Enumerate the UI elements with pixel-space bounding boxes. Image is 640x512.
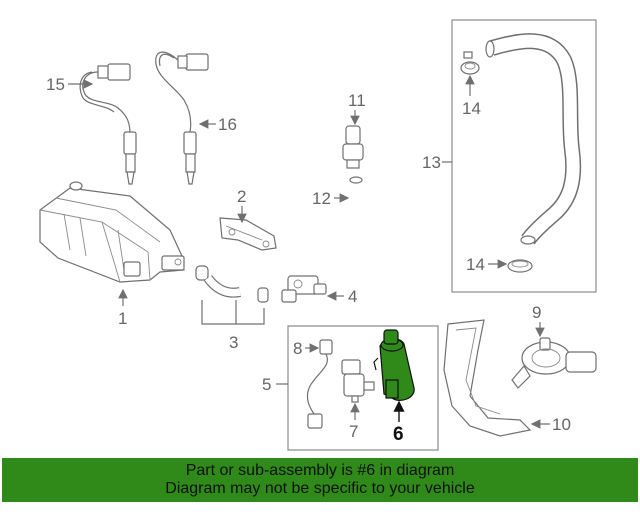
callout-3: 3 (201, 300, 265, 352)
purge-control-valve[interactable] (281, 275, 327, 303)
callout-15: 15 (46, 75, 94, 94)
svg-text:5: 5 (262, 375, 271, 394)
hose-clamp-upper[interactable] (460, 51, 480, 75)
callout-2: 2 (237, 187, 247, 224)
oxygen-sensor-upstream[interactable] (79, 63, 137, 185)
svg-text:8: 8 (293, 339, 302, 358)
callout-1: 1 (118, 288, 128, 328)
svg-text:3: 3 (229, 333, 238, 352)
hose-assembly-group (451, 19, 597, 293)
canister-bracket[interactable] (219, 217, 277, 251)
svg-text:11: 11 (348, 91, 366, 110)
svg-text:9: 9 (532, 303, 541, 322)
banner-line-1: Part or sub-assembly is #6 in diagram (185, 462, 455, 479)
svg-text:13: 13 (422, 153, 441, 172)
hose-set[interactable] (195, 265, 269, 303)
svg-text:14: 14 (466, 255, 485, 274)
leak-detection-pump[interactable] (511, 337, 597, 389)
callout-8: 8 (293, 339, 320, 358)
callout-11: 11 (348, 91, 366, 126)
svg-text:14: 14 (462, 99, 481, 118)
vacuum-hose[interactable] (321, 176, 363, 265)
callout-9: 9 (532, 303, 545, 338)
callout-12: 12 (312, 189, 350, 208)
callout-14-lower: 14 (466, 255, 508, 274)
svg-text:4: 4 (348, 287, 357, 306)
callout-16: 16 (198, 115, 237, 134)
mounting-bracket[interactable] (443, 319, 532, 437)
svg-text:10: 10 (552, 415, 571, 434)
highlighted-part-6[interactable] (373, 329, 415, 401)
oxygen-sensor-downstream[interactable] (155, 51, 209, 185)
callout-7: 7 (349, 402, 360, 441)
vent-valve[interactable] (341, 359, 375, 403)
callout-4: 4 (326, 287, 357, 306)
banner-line-2: Diagram may not be specific to your vehi… (165, 480, 475, 497)
callout-14-upper: 14 (462, 74, 481, 118)
parts-diagram: 15 16 11 12 (39, 19, 597, 451)
svg-text:16: 16 (218, 115, 237, 134)
svg-text:7: 7 (349, 422, 358, 441)
svg-text:15: 15 (46, 75, 65, 94)
svg-text:2: 2 (237, 187, 246, 206)
charcoal-canister[interactable] (39, 181, 185, 283)
wire-harness-connector[interactable] (306, 339, 333, 429)
purge-valve-small[interactable] (342, 125, 364, 169)
callout-10: 10 (530, 415, 571, 434)
callout-6: 6 (393, 400, 405, 445)
info-banner: Part or sub-assembly is #6 in diagram Di… (2, 458, 638, 502)
callout-13: 13 (422, 153, 452, 172)
hose-clamp-lower[interactable] (507, 259, 533, 273)
callout-5: 5 (262, 375, 288, 394)
svg-text:12: 12 (312, 189, 331, 208)
svg-text:1: 1 (118, 309, 127, 328)
svg-text:6: 6 (393, 424, 404, 445)
sub-assembly-box (287, 325, 439, 451)
